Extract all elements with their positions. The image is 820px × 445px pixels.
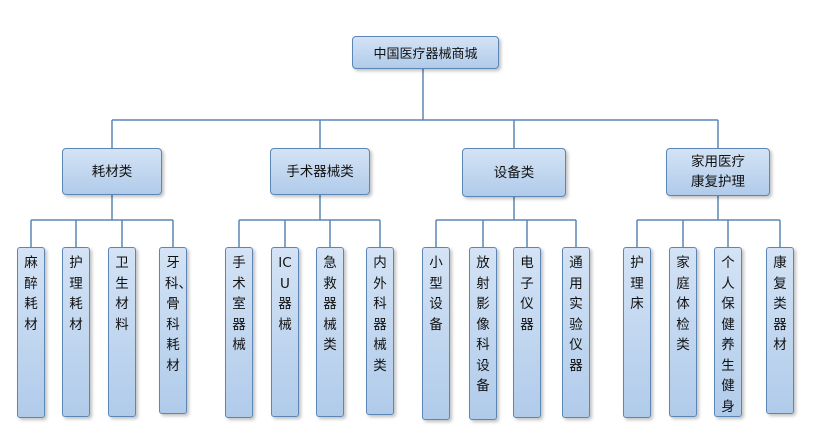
leaf-node: 电子仪器 <box>513 247 541 418</box>
category-node-equipment: 设备类 <box>462 148 566 197</box>
category-node-consumables: 耗材类 <box>62 148 162 195</box>
leaf-label: 通用实验仪器 <box>569 255 583 374</box>
leaf-node: 护理耗材 <box>62 247 90 417</box>
leaf-node: ICU器械 <box>271 247 299 417</box>
leaf-label: 麻醉耗材 <box>24 255 38 333</box>
leaf-label: 急救器械类 <box>323 255 337 353</box>
leaf-label: 电子仪器 <box>520 255 534 333</box>
category-node-surgical: 手术器械类 <box>270 148 370 195</box>
leaf-node: 护理床 <box>623 247 651 418</box>
leaf-label: 放射影像科设备 <box>476 255 490 394</box>
category-node-home-care: 家用医疗 康复护理 <box>666 148 770 196</box>
leaf-label: 卫生材料 <box>115 255 129 333</box>
leaf-label: ICU器械 <box>278 255 292 333</box>
leaf-node: 麻醉耗材 <box>17 247 45 418</box>
leaf-label: 内外科器械类 <box>373 255 387 374</box>
leaf-label: 小型设备 <box>429 255 443 333</box>
leaf-node: 手术室器械 <box>225 247 253 418</box>
leaf-node: 急救器械类 <box>316 247 344 417</box>
leaf-label: 护理床 <box>630 255 644 312</box>
leaf-node: 个人保健养生健身 <box>714 247 742 417</box>
leaf-label: 个人保健养生健身 <box>721 255 735 415</box>
leaf-node: 内外科器械类 <box>366 247 394 415</box>
leaf-label: 护理耗材 <box>69 255 83 333</box>
leaf-node: 放射影像科设备 <box>469 247 497 420</box>
leaf-node: 牙科、骨科耗材 <box>159 247 192 414</box>
leaf-label: 康复类器材 <box>773 255 787 353</box>
leaf-label: 家庭体检类 <box>676 255 690 353</box>
leaf-node: 康复类器材 <box>766 247 794 414</box>
leaf-label: 手术室器械 <box>232 255 246 353</box>
root-node: 中国医疗器械商城 <box>352 36 499 69</box>
leaf-node: 通用实验仪器 <box>562 247 590 418</box>
leaf-node: 家庭体检类 <box>669 247 697 417</box>
leaf-node: 小型设备 <box>422 247 450 420</box>
leaf-label: 牙科、骨科耗材 <box>165 255 192 374</box>
leaf-node: 卫生材料 <box>108 247 136 417</box>
